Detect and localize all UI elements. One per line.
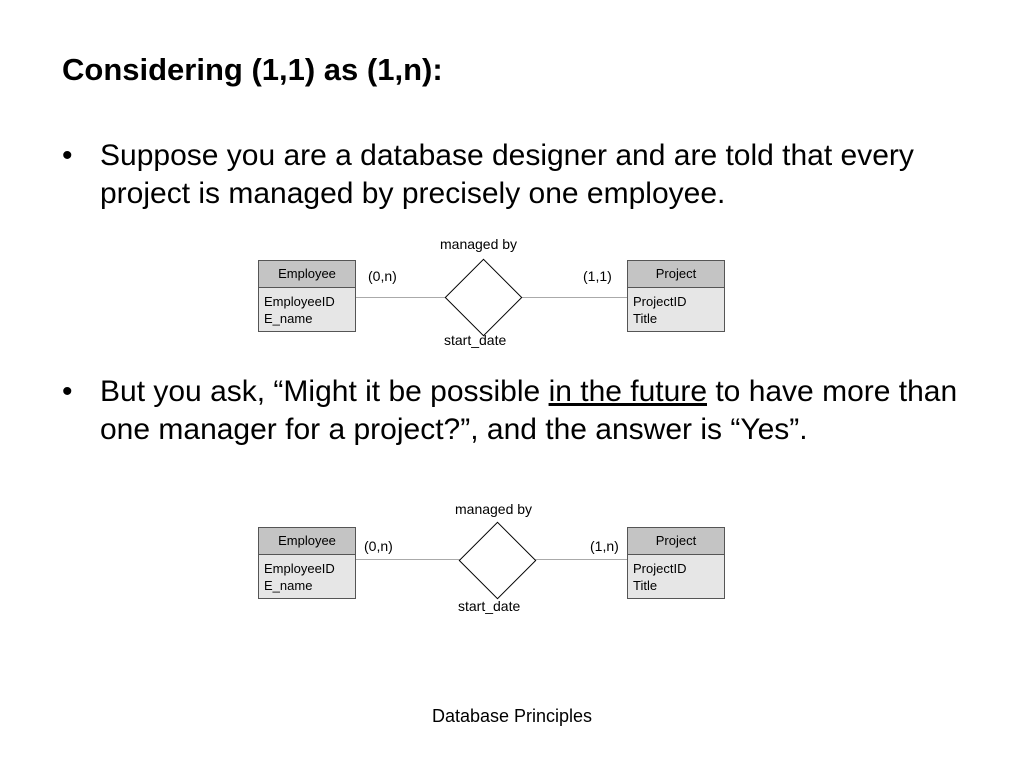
slide-title: Considering (1,1) as (1,n): xyxy=(62,52,443,87)
bullet-two-text: But you ask, “Might it be possible in th… xyxy=(100,373,960,449)
attribute: EmployeeID xyxy=(264,294,335,309)
bullet-marker: • xyxy=(62,375,73,408)
attribute: Title xyxy=(633,311,658,326)
attribute: E_name xyxy=(264,578,313,593)
slide-footer: Database Principles xyxy=(431,706,593,726)
right-cardinality: (1,1) xyxy=(583,268,612,284)
attribute: Title xyxy=(633,578,658,593)
entity-name: Project xyxy=(628,261,724,288)
entity-name: Employee xyxy=(259,261,355,288)
bullet-one-text: Suppose you are a database designer and … xyxy=(100,139,914,210)
entity-attributes: ProjectID Title xyxy=(628,288,724,331)
er-diagram-two: Employee EmployeeID E_name Project Proje… xyxy=(0,497,1024,617)
bullet-marker: • xyxy=(62,139,73,172)
connector-left xyxy=(355,297,447,298)
entity-name: Project xyxy=(628,528,724,555)
attribute: ProjectID xyxy=(633,561,687,576)
connector-left xyxy=(355,559,461,560)
er-diagram-one: Employee EmployeeID E_name Project Proje… xyxy=(0,232,1024,352)
attribute: ProjectID xyxy=(633,294,687,309)
left-cardinality: (0,n) xyxy=(364,538,393,554)
relationship-attribute: start_date xyxy=(444,332,507,348)
relationship-attribute: start_date xyxy=(458,598,521,614)
entity-project: Project ProjectID Title xyxy=(627,260,725,332)
relationship-name: managed by xyxy=(440,236,518,252)
entity-attributes: EmployeeID E_name xyxy=(259,288,355,331)
relationship-diamond xyxy=(444,258,523,337)
bullet-two-text-start: But you ask, “Might it be possible xyxy=(100,375,549,408)
entity-attributes: EmployeeID E_name xyxy=(259,555,355,598)
relationship-name: managed by xyxy=(455,501,533,517)
underlined-phrase: in the future xyxy=(548,375,707,408)
right-cardinality: (1,n) xyxy=(590,538,619,554)
entity-attributes: ProjectID Title xyxy=(628,555,724,598)
connector-right xyxy=(533,559,628,560)
entity-employee: Employee EmployeeID E_name xyxy=(258,527,356,599)
attribute: EmployeeID xyxy=(264,561,335,576)
relationship-diamond xyxy=(458,521,537,600)
entity-employee: Employee EmployeeID E_name xyxy=(258,260,356,332)
entity-project: Project ProjectID Title xyxy=(627,527,725,599)
bullet-two-text-end: to have more than one manager for a proj… xyxy=(100,375,958,446)
connector-right xyxy=(519,297,628,298)
attribute: E_name xyxy=(264,311,313,326)
left-cardinality: (0,n) xyxy=(368,268,397,284)
entity-name: Employee xyxy=(259,528,355,555)
